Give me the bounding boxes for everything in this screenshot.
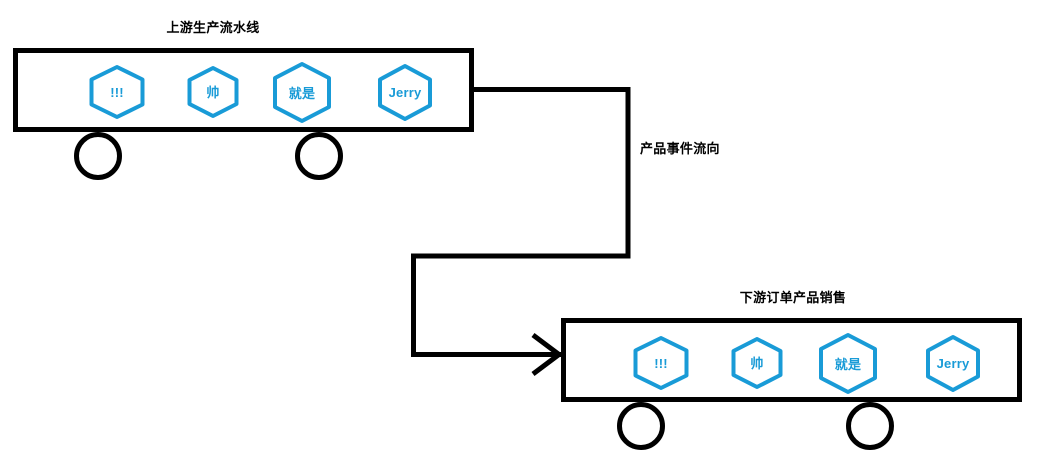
flow-label: 产品事件流向 [640,141,720,156]
upstream-item-4[interactable]: Jerry [378,64,432,121]
hexagon-icon [819,333,877,394]
upstream-item-2[interactable]: 帅 [187,66,239,118]
flow-path-line [411,87,631,357]
upstream-conveyor-group: 上游生产流水线 !!! 帅 就是 Jerry [13,20,474,180]
downstream-item-3[interactable]: 就是 [819,333,877,394]
hexagon-icon [926,335,980,392]
downstream-item-2[interactable]: 帅 [731,337,783,389]
upstream-item-3[interactable]: 就是 [273,62,331,123]
downstream-item-1-label: !!! [654,356,668,371]
downstream-item-1[interactable]: !!! [633,336,689,390]
downstream-item-4-label: Jerry [937,356,970,371]
downstream-item-4[interactable]: Jerry [926,335,980,392]
downstream-title: 下游订单产品销售 [740,290,846,305]
hexagon-icon [633,336,689,390]
upstream-item-1[interactable]: !!! [89,65,145,119]
upstream-item-3-label: 就是 [289,86,316,101]
downstream-item-3-label: 就是 [835,357,862,372]
downstream-item-2-label: 帅 [750,356,763,371]
hexagon-icon [731,337,783,389]
flow-arrowhead-icon [531,333,564,376]
product-event-flow-connector: 产品事件流向 [411,87,720,376]
downstream-wheel-left [617,402,665,450]
hexagon-icon [187,66,239,118]
upstream-title: 上游生产流水线 [166,20,259,35]
hexagon-icon [89,65,145,119]
upstream-item-4-label: Jerry [389,85,422,100]
hexagon-icon [378,64,432,121]
downstream-wheel-right [846,402,894,450]
upstream-item-2-label: 帅 [206,85,219,100]
upstream-item-1-label: !!! [110,85,124,100]
downstream-conveyor-group: 下游订单产品销售 !!! 帅 就是 Jerry [561,290,1022,450]
upstream-wheel-left [74,132,122,180]
upstream-wheel-right [295,132,343,180]
hexagon-icon [273,62,331,123]
